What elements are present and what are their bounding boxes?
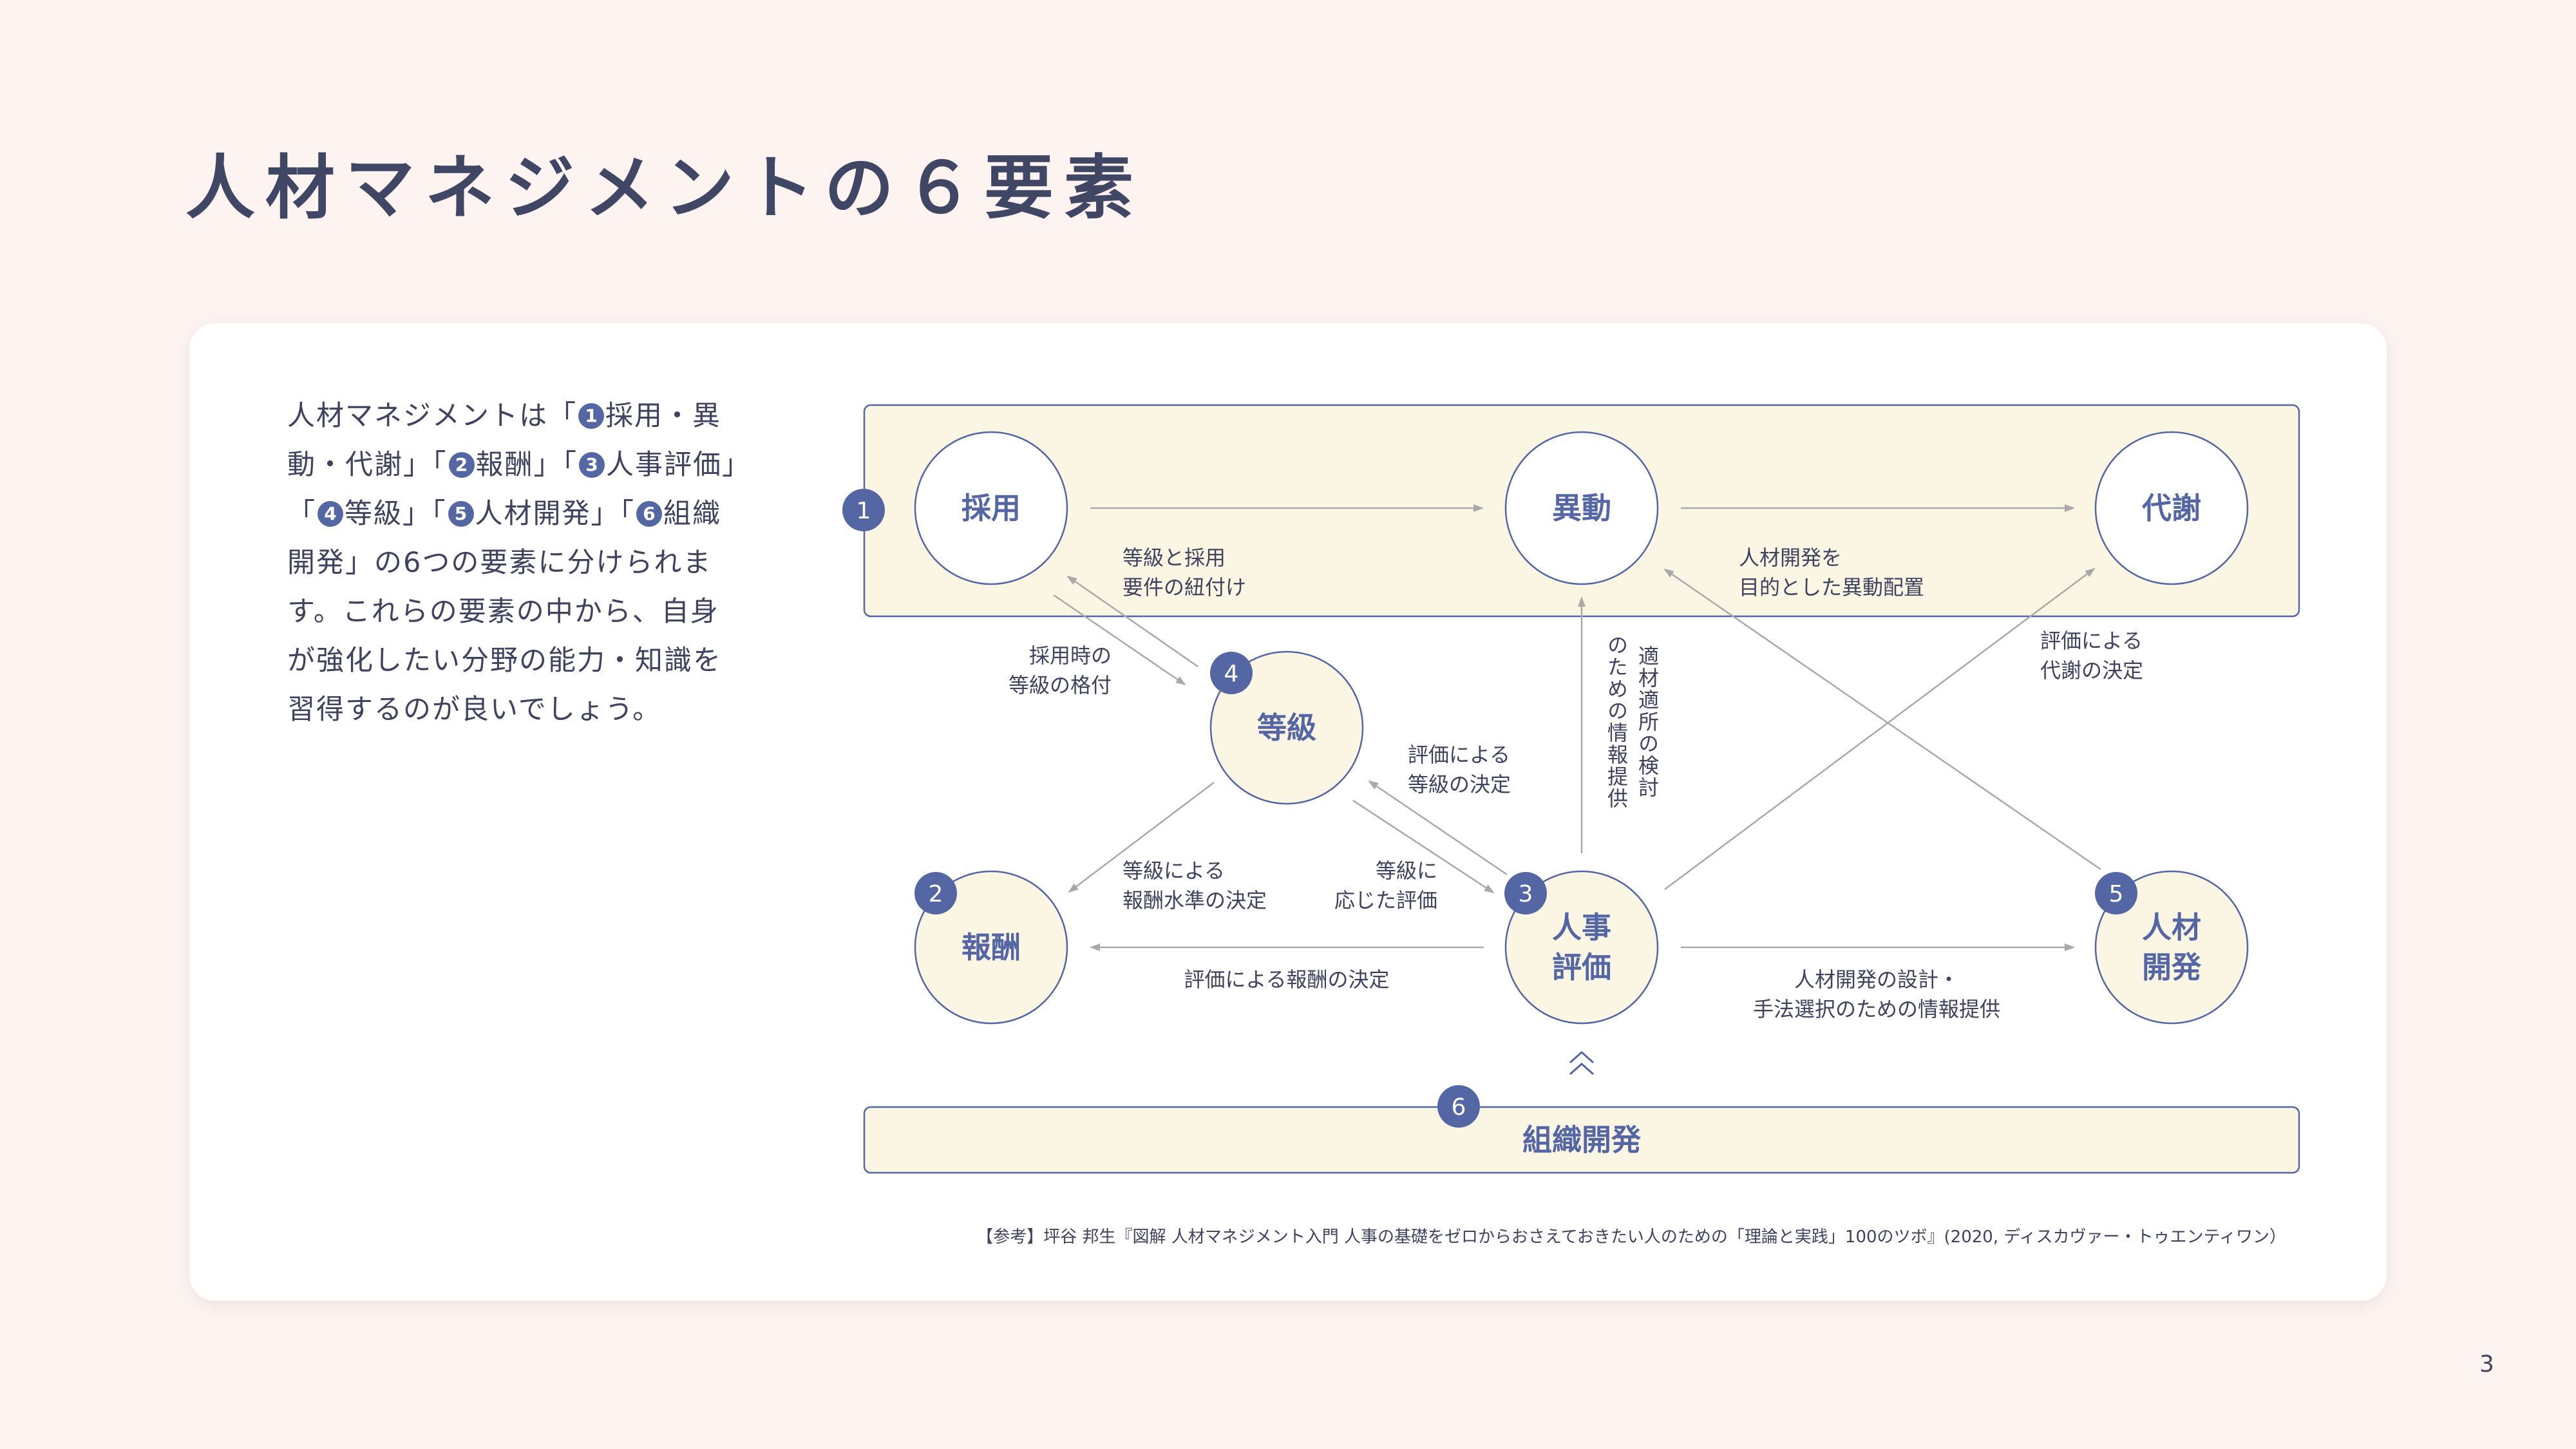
label-tokyu-hoshu-2: 報酬水準の決定 [1122, 888, 1267, 913]
svg-text:6: 6 [1452, 1094, 1466, 1121]
label-jinzai-idou-1: 人材開発を [1739, 545, 1842, 570]
node-jinzai-kaihatsu [2094, 870, 2249, 1025]
arrow-kaihatsu-idou [1663, 568, 2101, 871]
label-tokyu-hyoka-1: 等級に [1376, 858, 1437, 883]
page-title: 人材マネジメントの６要素 [185, 148, 1144, 229]
badge-4: 4 [1210, 652, 1253, 694]
label-tokyu-hoshu-1: 等級による [1122, 858, 1225, 883]
intro-text-segment: 採用・異動・代謝」「 [287, 400, 721, 481]
label-hyoka-tokyu-2: 等級の決定 [1408, 772, 1511, 797]
double-chevron-up-icon [1569, 1050, 1594, 1075]
node-label-idou: 異動 [1552, 491, 1611, 526]
badge-2: 2 [914, 872, 957, 914]
node-hoshu [914, 870, 1068, 1025]
badge-5: 5 [2095, 872, 2137, 914]
intro-number-badge: 1 [578, 402, 604, 429]
node-idou [1504, 431, 1659, 585]
intro-text-segment: 人材開発」「 [475, 498, 635, 530]
arrow-tokyu-hyoka [1352, 799, 1495, 894]
intro-number-badge: 5 [448, 500, 474, 527]
svg-text:2: 2 [929, 881, 943, 907]
label-saiyo-tokyu-2: 等級の格付 [1009, 673, 1112, 697]
intro-text-segment: 人材マネジメントは「 [287, 400, 577, 432]
label-hyoka-tokyu-1: 評価による [1408, 743, 1510, 767]
intro-number-badge: 6 [636, 500, 662, 527]
badge-3: 3 [1504, 872, 1547, 914]
arrow-hyoka-taisha [1664, 567, 2096, 891]
node-jinji-hyoka [1504, 870, 1659, 1025]
node-label-jinji-hyoka-1: 人事 [1552, 910, 1611, 945]
node-label-jinzai-kaihatsu-2: 開発 [2142, 950, 2202, 985]
badge-6: 6 [1437, 1085, 1480, 1128]
reference-citation: 【参考】坪谷 邦生『図解 人材マネジメント入門 人事の基礎をゼロからおさえておき… [976, 1227, 2286, 1247]
label-tokyu-saiyo-1: 等級と採用 [1122, 545, 1226, 570]
label-hyoka-kaihatsu-2: 手法選択のための情報提供 [1753, 997, 2000, 1021]
label-tokyu-saiyo-2: 要件の紐付け [1122, 575, 1246, 600]
label-hyoka-taisha-2: 代謝の決定 [2040, 658, 2143, 683]
arrow-tokyu-saiyo [1066, 575, 1198, 668]
svg-text:4: 4 [1224, 661, 1239, 687]
page-number: 3 [2479, 1351, 2494, 1378]
node-saiyo [914, 431, 1068, 585]
label-tekizai-2: のための情報提供 [1604, 634, 1629, 810]
svg-text:3: 3 [1519, 881, 1533, 907]
band-label-soshiki-kaihatsu: 組織開発 [1522, 1122, 1642, 1157]
arrow-tokyu-hoshu [1068, 782, 1215, 893]
label-hyoka-taisha-1: 評価による [2040, 629, 2143, 653]
intro-text-segment: 組織開発」の6つの要素に分けられます。これらの要素の中から、自身が強化したい分野… [287, 498, 722, 726]
intro-number-badge: 2 [448, 451, 475, 478]
node-label-tokyu: 等級 [1257, 710, 1316, 745]
band-soshiki-kaihatsu [863, 1106, 2300, 1174]
label-saiyo-tokyu-1: 採用時の [1029, 643, 1112, 668]
intro-text-segment: 等級」「 [345, 498, 447, 530]
intro-text-segment: 報酬」「 [475, 449, 578, 481]
arrow-saiyo-tokyu [1053, 594, 1186, 686]
label-tekizai-1: 適材適所の検討 [1635, 645, 1660, 799]
intro-number-badge: 4 [317, 500, 343, 527]
label-hyoka-kaihatsu-1: 人材開発の設計・ [1794, 967, 1959, 992]
arrow-hyoka-tokyu [1368, 780, 1508, 876]
node-label-jinji-hyoka-2: 評価 [1552, 950, 1611, 985]
svg-text:1: 1 [857, 498, 871, 524]
label-hyoka-hoshu: 評価による報酬の決定 [1184, 967, 1389, 992]
label-jinzai-idou-2: 目的とした異動配置 [1739, 575, 1924, 600]
node-label-jinzai-kaihatsu-1: 人材 [2142, 910, 2201, 945]
node-taisha [2094, 431, 2249, 585]
label-tokyu-hyoka-2: 応じた評価 [1334, 888, 1437, 913]
intro-text-segment: 人事評価」「 [287, 449, 737, 530]
node-label-hoshu: 報酬 [961, 930, 1021, 965]
badge-1: 1 [842, 489, 885, 531]
node-tokyu [1209, 650, 1364, 805]
node-label-saiyo: 採用 [961, 491, 1021, 526]
node-label-taisha: 代謝 [2141, 491, 2201, 526]
svg-text:5: 5 [2109, 881, 2124, 907]
intro-number-badge: 3 [579, 451, 605, 478]
